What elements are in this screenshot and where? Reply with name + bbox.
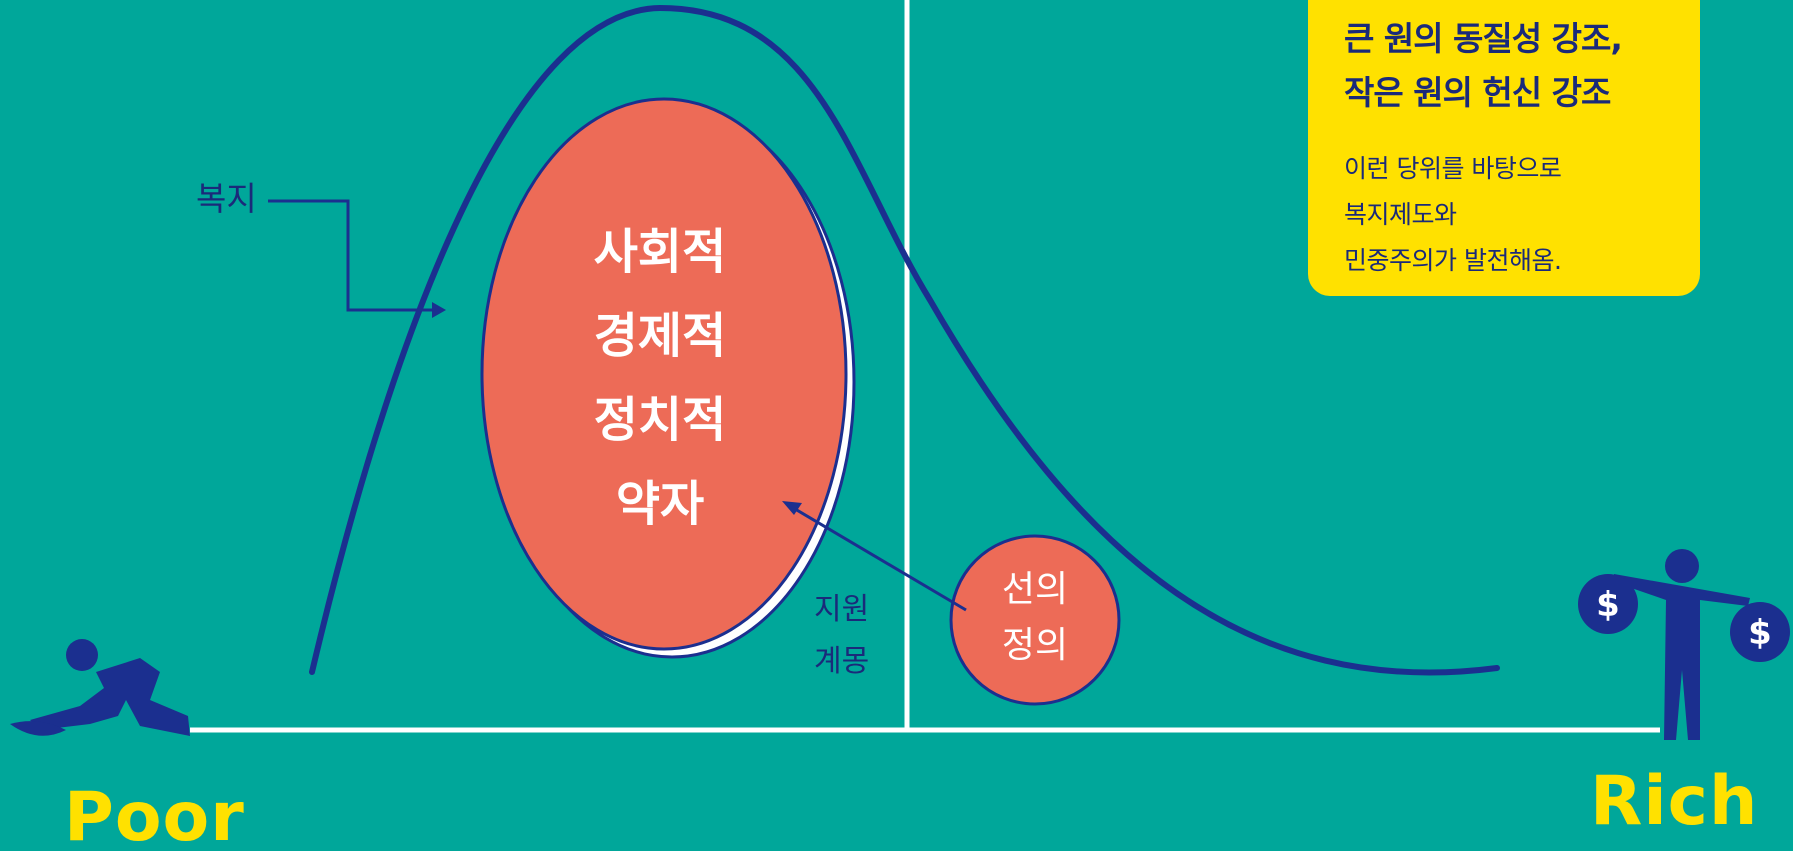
poor-label: Poor — [64, 778, 245, 851]
rich-person-money-bags-icon: $ $ — [1578, 549, 1790, 740]
big-oval — [480, 97, 848, 651]
callout-title-line: 작은 원의 헌신 강조 — [1344, 73, 1611, 112]
big-oval-line: 약자 — [615, 476, 705, 532]
support-line: 지원 — [814, 592, 870, 627]
small-circle-line: 정의 — [1001, 625, 1069, 666]
svg-text:$: $ — [1596, 585, 1620, 625]
small-circle-line: 선의 — [1001, 569, 1069, 610]
welfare-label: 복지 — [196, 179, 257, 218]
support-text: 지원 계몽 — [814, 584, 869, 688]
support-arrow — [789, 504, 967, 612]
support-arrow-head — [782, 501, 802, 515]
svg-text:$: $ — [1748, 613, 1772, 653]
callout-title: 큰 원의 동질성 강조, 작은 원의 헌신 강조 — [1344, 12, 1660, 120]
callout-title-line: 큰 원의 동질성 강조, — [1344, 19, 1623, 58]
welfare-leader-line — [268, 199, 438, 312]
callout-body: 이런 당위를 바탕으로 복지제도와 민중주의가 발전해옴. — [1344, 146, 1660, 284]
distribution-curve — [309, 4, 1500, 676]
big-oval-line: 경제적 — [593, 308, 727, 364]
small-circle-text: 선의 정의 — [955, 562, 1115, 674]
crawling-poor-person-icon — [10, 639, 190, 736]
rich-label: Rich — [1590, 762, 1759, 841]
support-line: 계몽 — [814, 644, 870, 679]
big-oval-line: 정치적 — [593, 392, 727, 448]
callout-box: 큰 원의 동질성 강조, 작은 원의 헌신 강조 이런 당위를 바탕으로 복지제… — [1308, 0, 1700, 296]
big-oval-text: 사회적 경제적 정치적 약자 — [560, 210, 760, 546]
callout-body-line: 민중주의가 발전해옴. — [1344, 246, 1562, 275]
callout-body-line: 이런 당위를 바탕으로 — [1344, 154, 1562, 183]
callout-body-line: 복지제도와 — [1344, 200, 1457, 229]
welfare-arrow-head — [432, 302, 446, 318]
small-circle — [949, 534, 1121, 706]
big-oval-line: 사회적 — [593, 224, 727, 280]
